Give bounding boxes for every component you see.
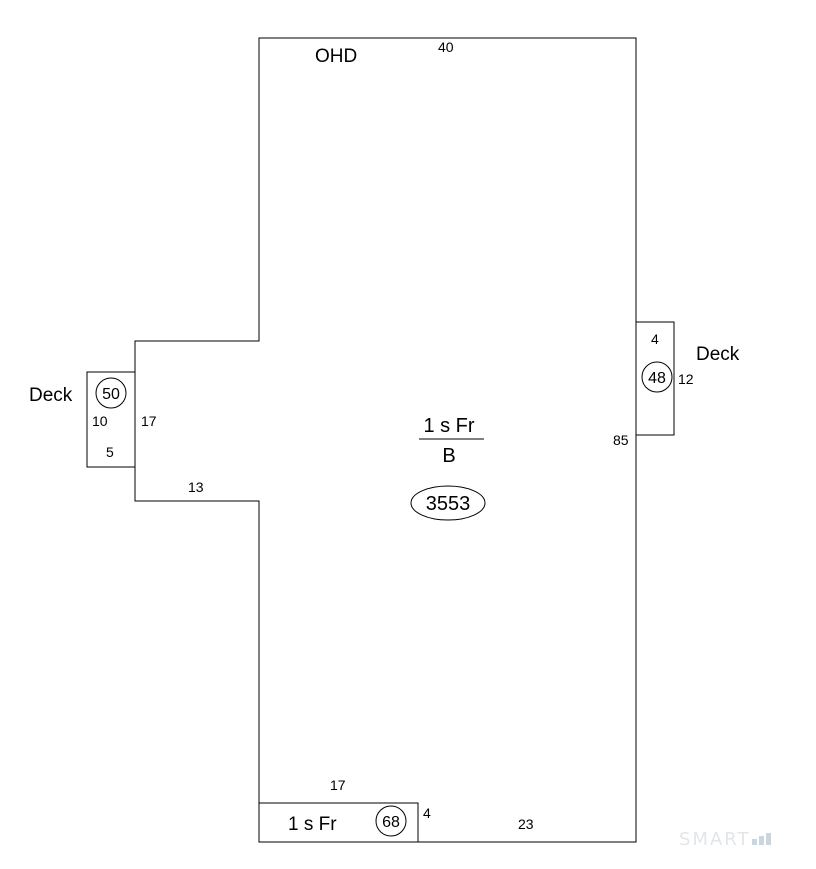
deck-right-label: Deck (696, 344, 740, 365)
dim-right-length: 85 (613, 432, 629, 448)
logo-bars-icon (752, 829, 773, 850)
deck-left-area-circle (95, 377, 127, 409)
deck-right-area: 48 (648, 370, 666, 387)
dim-left-notch-height: 17 (141, 413, 157, 429)
main-area-value: 3553 (426, 493, 471, 515)
addition-area: 68 (382, 814, 400, 831)
deck-left-label: Deck (29, 385, 73, 406)
addition-label: 1 s Fr (288, 814, 337, 835)
main-area-ellipse (410, 485, 486, 521)
deck-left-height: 5 (106, 444, 114, 460)
main-label-top: 1 s Fr (423, 415, 474, 437)
addition-width: 17 (330, 777, 346, 793)
addition-height: 4 (423, 805, 431, 821)
deck-right-height: 4 (651, 331, 659, 347)
deck-right-outline (635, 321, 675, 436)
dim-bottom-right: 23 (518, 816, 534, 832)
smart-logo-watermark: SMART (679, 829, 773, 850)
deck-left-width: 10 (92, 413, 108, 429)
main-label-bottom: B (442, 445, 455, 467)
deck-right-area-circle (641, 361, 673, 393)
main-building-outline (134, 37, 637, 843)
addition-area-circle (375, 805, 407, 837)
ohd-label: OHD (315, 46, 357, 67)
dim-left-notch-depth: 13 (188, 479, 204, 495)
dim-top-width: 40 (438, 39, 454, 55)
addition-outline (258, 802, 419, 843)
deck-right-width: 12 (678, 371, 694, 387)
deck-left-area: 50 (102, 386, 120, 403)
deck-left-outline (86, 371, 136, 468)
logo-text: SMART (679, 829, 751, 850)
